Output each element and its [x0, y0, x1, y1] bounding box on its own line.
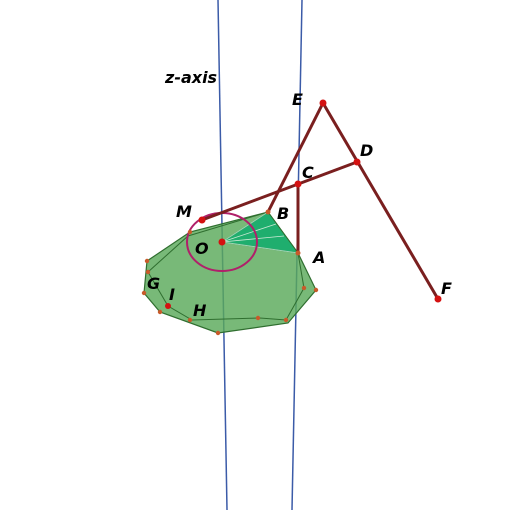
label-z-axis: z-axis — [164, 68, 217, 87]
label-d: D — [360, 141, 373, 160]
label-o: O — [195, 239, 209, 258]
vertex-point — [187, 317, 193, 323]
point-e — [319, 99, 327, 107]
vertex-point — [283, 317, 289, 323]
radius-o-a — [221, 241, 299, 254]
vertex-point — [313, 287, 319, 293]
segment-e-f — [321, 102, 440, 300]
segment-b-e — [266, 102, 325, 213]
point-m — [198, 216, 206, 224]
radius-o-mid2 — [221, 223, 277, 243]
segment-m-d — [201, 160, 358, 222]
vertex-point — [144, 258, 150, 264]
point-a — [295, 250, 301, 256]
point-i — [165, 303, 171, 309]
label-c: C — [302, 163, 314, 182]
radius-o-b — [221, 211, 269, 243]
vertex-point — [157, 309, 163, 315]
label-b: B — [277, 204, 289, 223]
vertex-point — [141, 290, 147, 296]
point-o — [218, 238, 226, 246]
polygon-vertex-points — [141, 229, 319, 336]
label-m: M — [176, 202, 192, 221]
radius-o-mid1 — [221, 235, 285, 243]
label-g: G — [147, 274, 160, 293]
vertex-point — [215, 330, 221, 336]
label-i: I — [169, 285, 175, 304]
point-b — [265, 209, 271, 215]
label-f: F — [441, 279, 452, 298]
label-e: E — [292, 90, 303, 109]
vertex-point — [145, 269, 151, 275]
vertex-point — [255, 315, 261, 321]
vertex-point — [187, 229, 193, 235]
point-d — [353, 158, 361, 166]
label-a: A — [311, 248, 325, 267]
label-h: H — [193, 301, 207, 320]
point-c — [294, 180, 302, 188]
vertex-point — [301, 285, 307, 291]
point-f — [434, 295, 442, 303]
base-polygon — [143, 211, 317, 334]
